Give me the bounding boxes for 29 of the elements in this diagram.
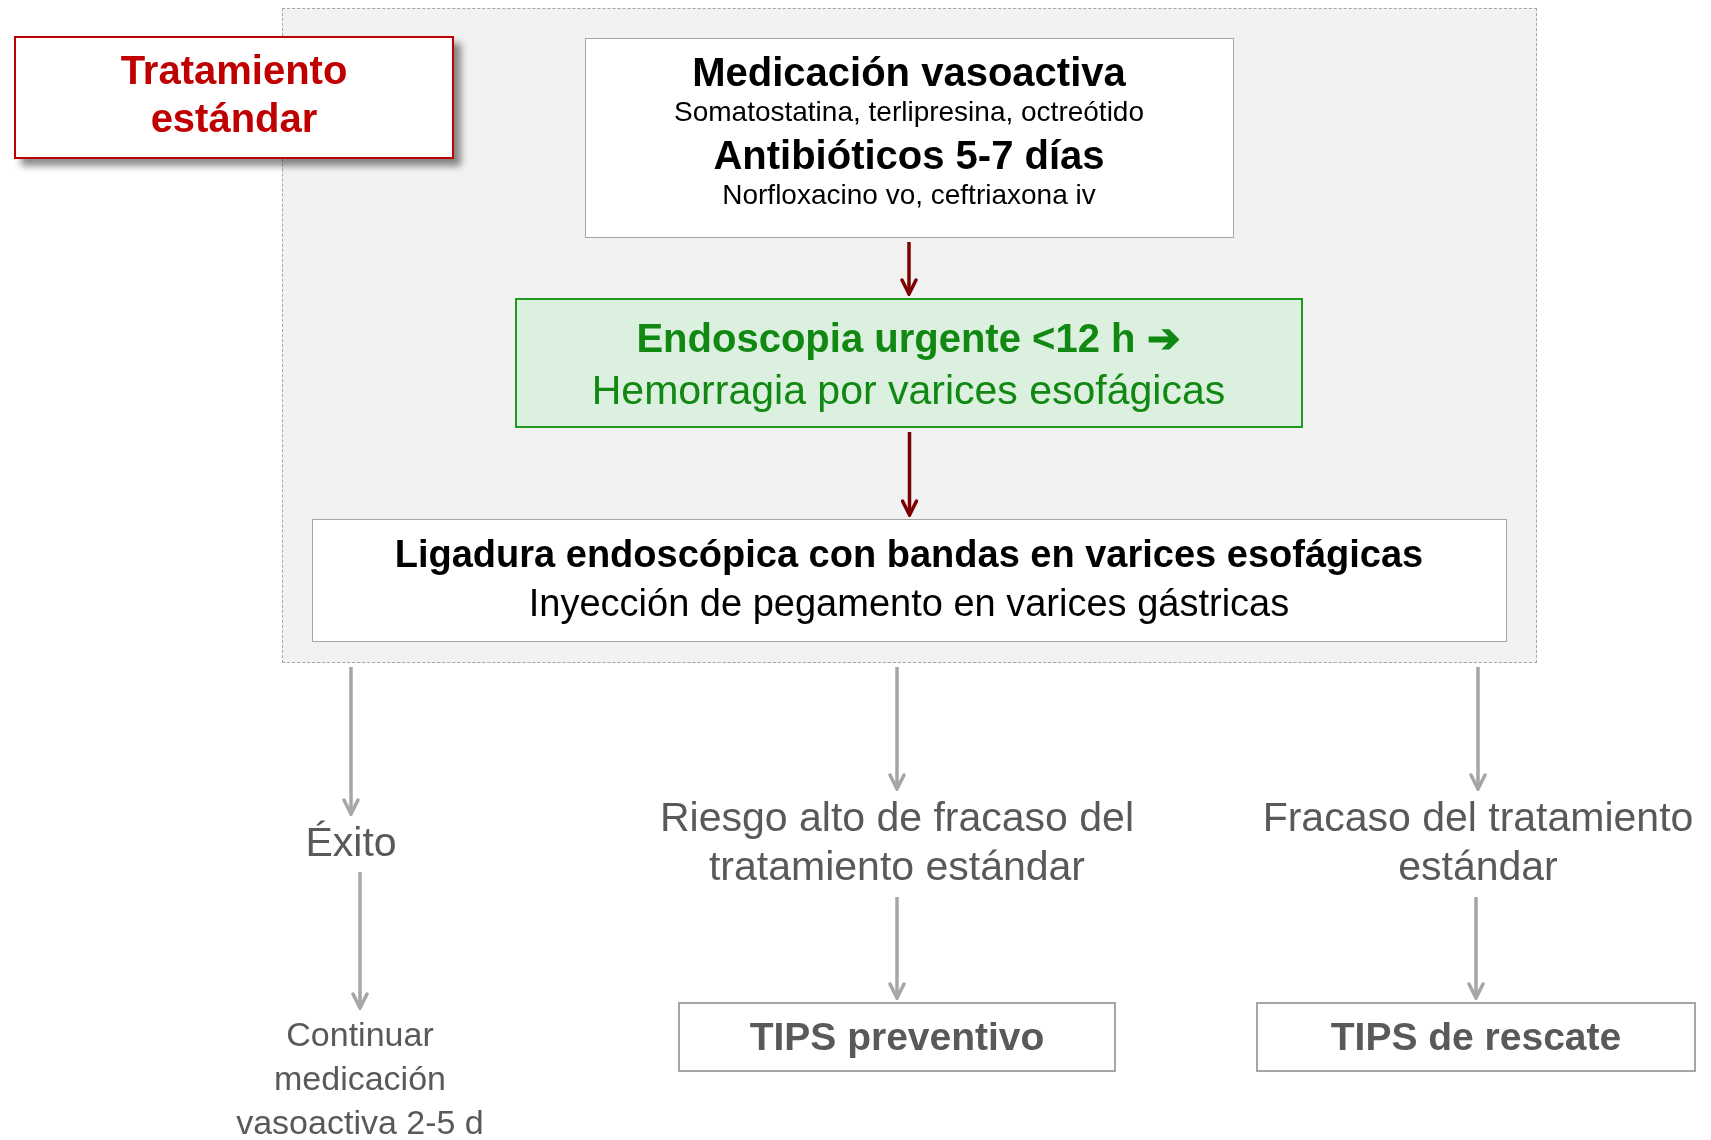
body-text: Inyección de pegamento en varices gástricas (527, 580, 1291, 626)
arrow (351, 872, 369, 1010)
heading-text: Antibióticos 5-7 días (712, 132, 1106, 179)
arrow (1469, 667, 1487, 791)
heading-text: Ligadura endoscópica con bandas en varices esofágicas (393, 531, 1425, 577)
arrow (888, 897, 906, 1000)
outcome-text: Éxito (251, 818, 451, 868)
highlight-box (514, 297, 1303, 428)
treatment-box (1256, 1002, 1696, 1072)
process-box (584, 37, 1234, 238)
action-text: Continuar medicación vasoactiva 2-5 d (200, 1012, 520, 1132)
treatment-text: TIPS de rescate (1329, 1014, 1623, 1060)
arrow (342, 667, 360, 816)
arrow (888, 667, 906, 791)
process-box (311, 518, 1507, 642)
title-box (14, 36, 454, 159)
body-text: Somatostatina, terlipresina, octreótido (673, 94, 1145, 129)
treatment-box (678, 1002, 1116, 1072)
title-text: Tratamiento estándar (119, 47, 349, 142)
arrow (900, 242, 918, 296)
heading-text: Endoscopia urgente <12 h ➔ (635, 314, 1182, 362)
body-text: Norfloxacino vo, ceftriaxona iv (721, 178, 1097, 212)
outcome-text: Riesgo alto de fracaso del tratamiento estándar (657, 793, 1137, 893)
body-text: Hemorragia por varices esofágicas (590, 365, 1227, 415)
arrow (900, 432, 919, 517)
outcome-text: Fracaso del tratamiento estándar (1248, 793, 1708, 893)
heading-text: Medicación vasoactiva (691, 48, 1127, 95)
treatment-text: TIPS preventivo (748, 1014, 1046, 1060)
arrow (1467, 897, 1485, 1000)
